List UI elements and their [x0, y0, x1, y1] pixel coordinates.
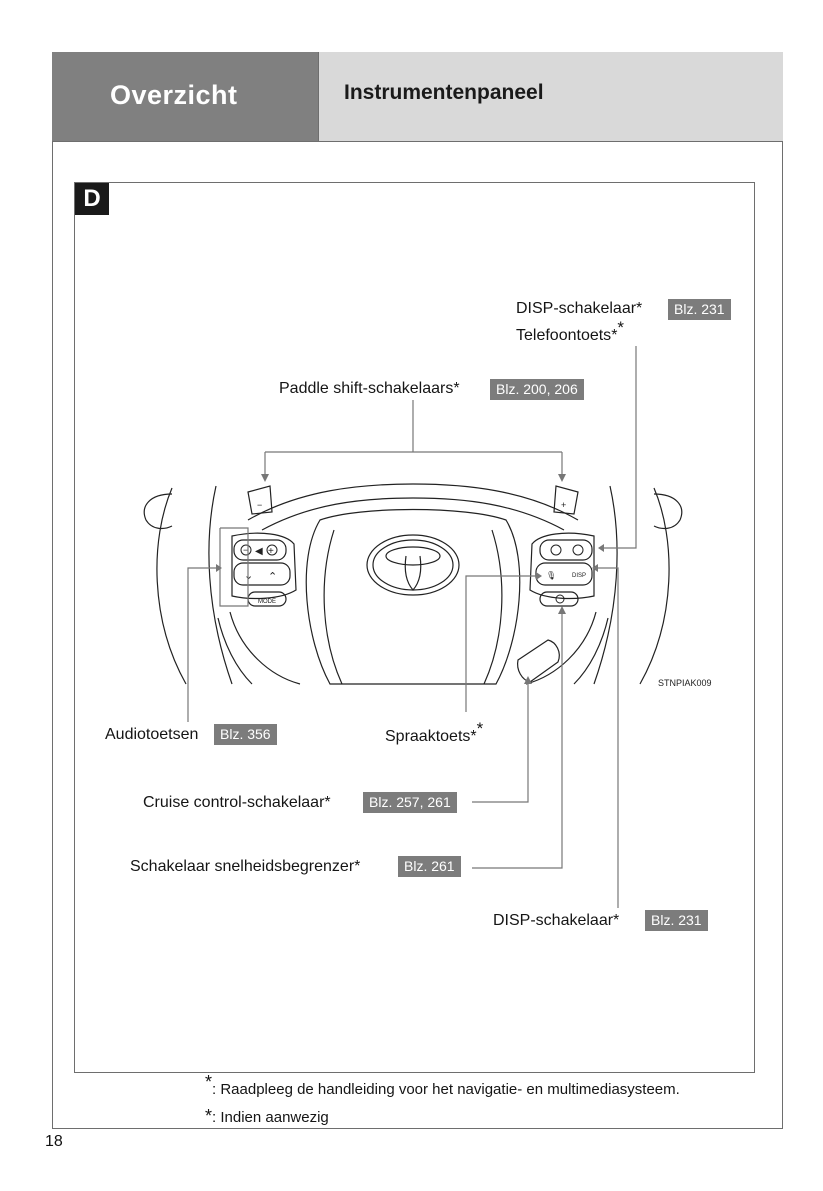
disp-top-page-ref[interactable]: Blz. 231: [668, 299, 731, 320]
callout-cruise: Cruise control-schakelaar*: [143, 794, 331, 812]
asterisk-mark: *: [354, 858, 361, 875]
panel-badge: D: [75, 183, 109, 215]
callout-paddle: Paddle shift-schakelaars*: [279, 380, 460, 398]
asterisk-mark: *: [453, 380, 460, 397]
audio-page-ref[interactable]: Blz. 356: [214, 724, 277, 745]
asterisk-mark: *: [613, 912, 620, 929]
callout-disp-bottom-label: DISP-schakelaar: [493, 912, 614, 929]
callout-paddle-label: Paddle shift-schakelaars: [279, 380, 454, 397]
header-bar: Instrumentenpaneel: [319, 52, 783, 142]
asterisk-superscript: *: [476, 719, 484, 738]
callout-spraak-label: Spraaktoets: [385, 728, 471, 745]
paddle-page-ref[interactable]: Blz. 200, 206: [490, 379, 584, 400]
callout-limiter: Schakelaar snelheidsbegrenzer*: [130, 858, 360, 876]
asterisk-mark: *: [611, 327, 618, 344]
footnote-mark: *: [205, 1106, 213, 1126]
footnote-text: : Indien aanwezig: [212, 1109, 329, 1126]
asterisk-mark: *: [470, 728, 477, 745]
page-header: Overzicht Instrumentenpaneel: [52, 52, 783, 142]
figure-code: STNPIAK009: [658, 678, 712, 688]
section-title: Overzicht: [110, 80, 238, 110]
callout-telefoon-label: Telefoontoets: [516, 327, 612, 344]
limiter-page-ref[interactable]: Blz. 261: [398, 856, 461, 877]
footnote-mark: *: [205, 1072, 213, 1092]
section-tab: Overzicht: [52, 52, 319, 142]
footnote-navigation: *: Raadpleeg de handleiding voor het nav…: [205, 1072, 680, 1099]
cruise-page-ref[interactable]: Blz. 257, 261: [363, 792, 457, 813]
callout-cruise-label: Cruise control-schakelaar: [143, 794, 325, 811]
callout-spraak: Spraaktoets**: [385, 719, 483, 746]
callout-audio-label: Audiotoetsen: [105, 726, 199, 743]
disp-bottom-page-ref[interactable]: Blz. 231: [645, 910, 708, 931]
callout-telefoon: Telefoontoets**: [516, 318, 624, 345]
callout-disp-top: DISP-schakelaar*: [516, 300, 642, 318]
callout-disp-bottom: DISP-schakelaar*: [493, 912, 619, 930]
footnote-text: : Raadpleeg de handleiding voor het navi…: [212, 1081, 680, 1098]
footnote-optional: *: Indien aanwezig: [205, 1106, 329, 1127]
asterisk-mark: *: [636, 300, 643, 317]
diagram-panel: D: [74, 182, 755, 1073]
callout-audio: Audiotoetsen: [105, 726, 198, 744]
page-title: Instrumentenpaneel: [344, 81, 544, 104]
callout-disp-top-label: DISP-schakelaar: [516, 300, 637, 317]
asterisk-mark: *: [324, 794, 331, 811]
callout-limiter-label: Schakelaar snelheidsbegrenzer: [130, 858, 355, 875]
page-number: 18: [45, 1133, 63, 1150]
asterisk-superscript: *: [617, 318, 625, 337]
